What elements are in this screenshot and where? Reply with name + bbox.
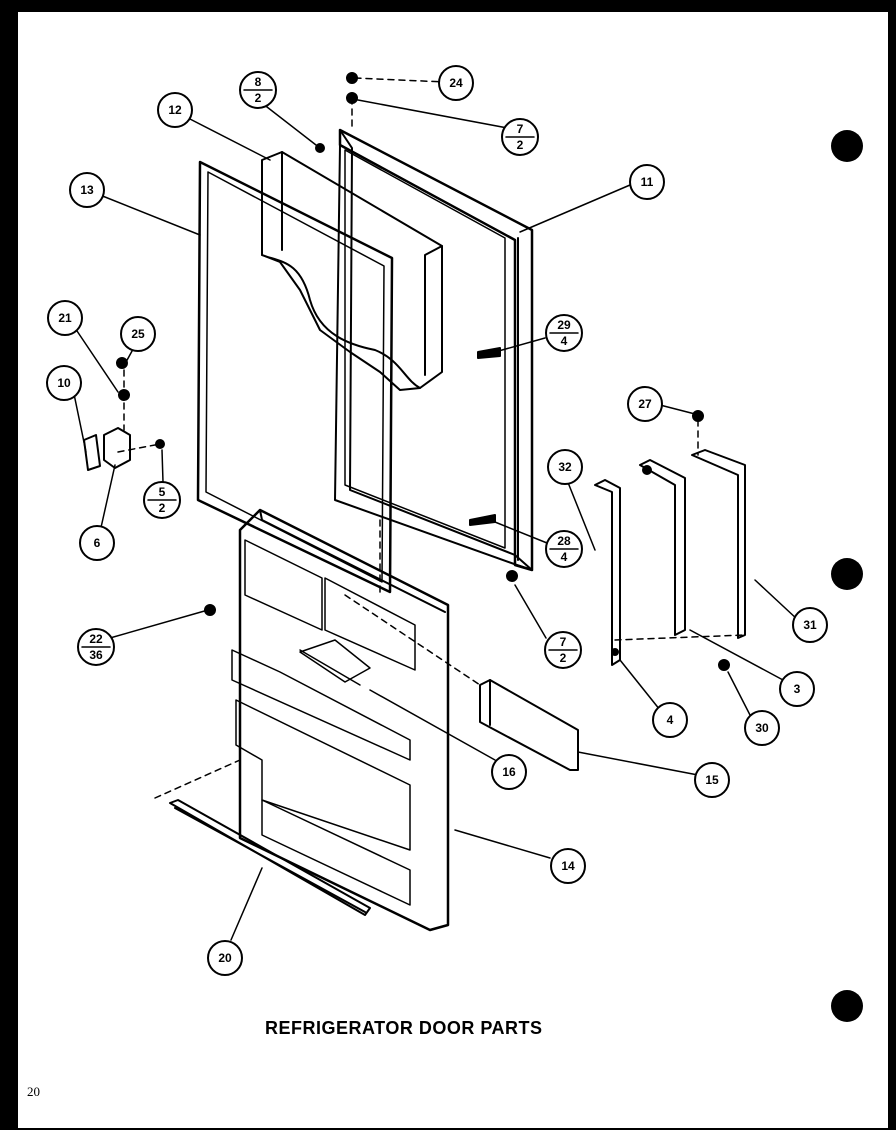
bottom-trim-part-20 — [169, 799, 371, 916]
callout-27: 27 — [627, 386, 663, 422]
callout-28-over-4: 28 4 — [545, 530, 583, 568]
callout-4: 4 — [652, 702, 688, 738]
svg-text:4: 4 — [667, 713, 674, 727]
callout-25: 25 — [120, 316, 156, 352]
svg-text:25: 25 — [131, 327, 145, 341]
fasteners — [116, 72, 730, 671]
svg-text:30: 30 — [755, 721, 769, 735]
svg-text:32: 32 — [558, 460, 572, 474]
inner-liner-part-12 — [261, 151, 443, 391]
callout-16: 16 — [491, 754, 527, 790]
leader-lines — [73, 99, 799, 941]
diagram-sheet — [18, 12, 888, 1128]
svg-text:14: 14 — [561, 859, 575, 873]
callout-6: 6 — [79, 525, 115, 561]
svg-text:4: 4 — [561, 334, 568, 348]
door-gasket-part-13 — [196, 160, 394, 594]
svg-text:3: 3 — [794, 682, 801, 696]
callout-11: 11 — [629, 164, 665, 200]
svg-text:6: 6 — [94, 536, 101, 550]
callout-20: 20 — [207, 940, 243, 976]
callout-32: 32 — [547, 449, 583, 485]
callout-7-over-2-bottom: 7 2 — [544, 631, 582, 669]
svg-text:15: 15 — [705, 773, 719, 787]
binder-hole-middle — [831, 558, 863, 590]
svg-text:2: 2 — [255, 91, 262, 105]
svg-text:8: 8 — [255, 75, 262, 89]
svg-text:10: 10 — [57, 376, 71, 390]
svg-text:16: 16 — [502, 765, 516, 779]
svg-text:4: 4 — [561, 550, 568, 564]
svg-text:11: 11 — [641, 175, 654, 189]
callout-5-over-2: 5 2 — [143, 481, 181, 519]
callout-12: 12 — [157, 92, 193, 128]
callout-10: 10 — [46, 365, 82, 401]
callout-15: 15 — [694, 762, 730, 798]
callout-14: 14 — [550, 848, 586, 884]
hinge-brackets — [594, 449, 746, 666]
svg-text:13: 13 — [80, 183, 94, 197]
svg-text:27: 27 — [638, 397, 652, 411]
callout-8-over-2: 8 2 — [239, 71, 277, 109]
callout-3: 3 — [779, 671, 815, 707]
callout-7-over-2-top: 7 2 — [501, 118, 539, 156]
shelf-part-15 — [479, 679, 579, 771]
callout-31: 31 — [792, 607, 828, 643]
binder-hole-bottom — [831, 990, 863, 1022]
page-number: 20 — [27, 1084, 40, 1099]
hinge-part-10-and-6 — [83, 427, 131, 471]
svg-text:22: 22 — [89, 632, 103, 646]
callout-30: 30 — [744, 710, 780, 746]
door-frame-part-11 — [334, 128, 534, 572]
svg-text:7: 7 — [560, 635, 567, 649]
svg-text:31: 31 — [803, 618, 817, 632]
callout-21: 21 — [47, 300, 83, 336]
svg-text:20: 20 — [218, 951, 232, 965]
svg-text:2: 2 — [517, 138, 524, 152]
callout-13: 13 — [69, 172, 105, 208]
callout-29-over-4: 29 4 — [545, 314, 583, 352]
svg-text:12: 12 — [168, 103, 182, 117]
svg-text:36: 36 — [89, 648, 103, 662]
inner-door-panel-part-14 — [231, 508, 450, 932]
svg-text:2: 2 — [560, 651, 567, 665]
svg-text:28: 28 — [557, 534, 571, 548]
svg-text:21: 21 — [58, 311, 72, 325]
binder-hole-top — [831, 130, 863, 162]
svg-text:5: 5 — [159, 485, 166, 499]
diagram-caption: REFRIGERATOR DOOR PARTS — [265, 1018, 543, 1038]
callout-22-over-36: 22 36 — [77, 628, 115, 666]
svg-text:24: 24 — [449, 76, 463, 90]
assembly-lines — [117, 77, 746, 799]
callout-24: 24 — [438, 65, 474, 101]
svg-text:29: 29 — [557, 318, 571, 332]
svg-text:7: 7 — [517, 122, 524, 136]
svg-text:2: 2 — [159, 501, 166, 515]
